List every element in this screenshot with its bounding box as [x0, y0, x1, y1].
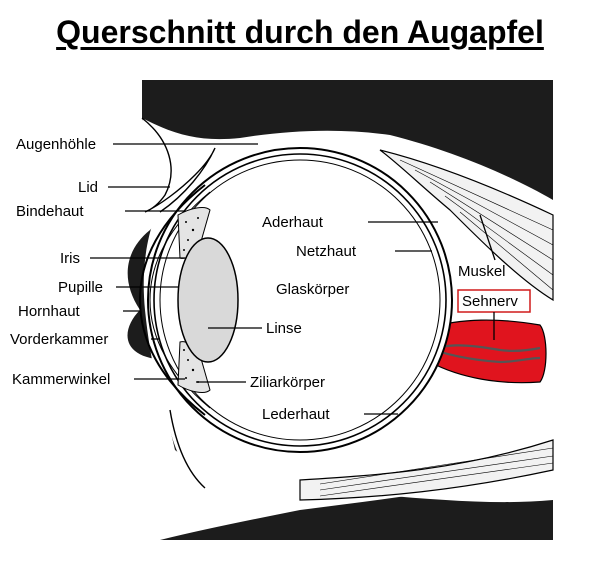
- lower-muscle: [299, 439, 554, 501]
- upper-muscle: [379, 149, 554, 302]
- label-iris: Iris: [60, 250, 80, 267]
- sclera-outer: [147, 147, 453, 453]
- upper-muscle-striations: [399, 159, 554, 291]
- label-vorderkammer: Vorderkammer: [10, 331, 108, 348]
- diagram-title-text: Querschnitt durch den Augapfel: [56, 14, 544, 50]
- lens: [177, 237, 239, 363]
- label-pupille: Pupille: [58, 279, 103, 296]
- label-kammerwinkel: Kammerwinkel: [12, 371, 110, 388]
- eyelid: [141, 117, 216, 213]
- label-lid: Lid: [78, 179, 98, 196]
- label-sehnerv: Sehnerv: [462, 293, 518, 310]
- cornea: [138, 184, 206, 416]
- optic-nerve: [429, 319, 547, 384]
- label-linse: Linse: [266, 320, 302, 337]
- lower-lid: [169, 409, 206, 489]
- label-aderhaut: Aderhaut: [262, 214, 324, 231]
- label-ziliarkoerper: Ziliarkörper: [250, 374, 325, 391]
- label-netzhaut: Netzhaut: [296, 243, 357, 260]
- diagram-title: Querschnitt durch den Augapfel: [0, 10, 600, 54]
- choroid: [153, 153, 447, 447]
- label-hornhaut: Hornhaut: [18, 303, 81, 320]
- label-augenhoehle: Augenhöhle: [16, 136, 96, 153]
- label-lederhaut: Lederhaut: [262, 406, 330, 423]
- retina: [159, 159, 441, 441]
- label-glaskoerper: Glaskörper: [276, 281, 349, 298]
- label-bindehaut: Bindehaut: [16, 203, 84, 220]
- leader-muskel: [479, 214, 496, 261]
- lower-muscle-striations: [319, 447, 554, 497]
- label-muskel: Muskel: [458, 263, 506, 280]
